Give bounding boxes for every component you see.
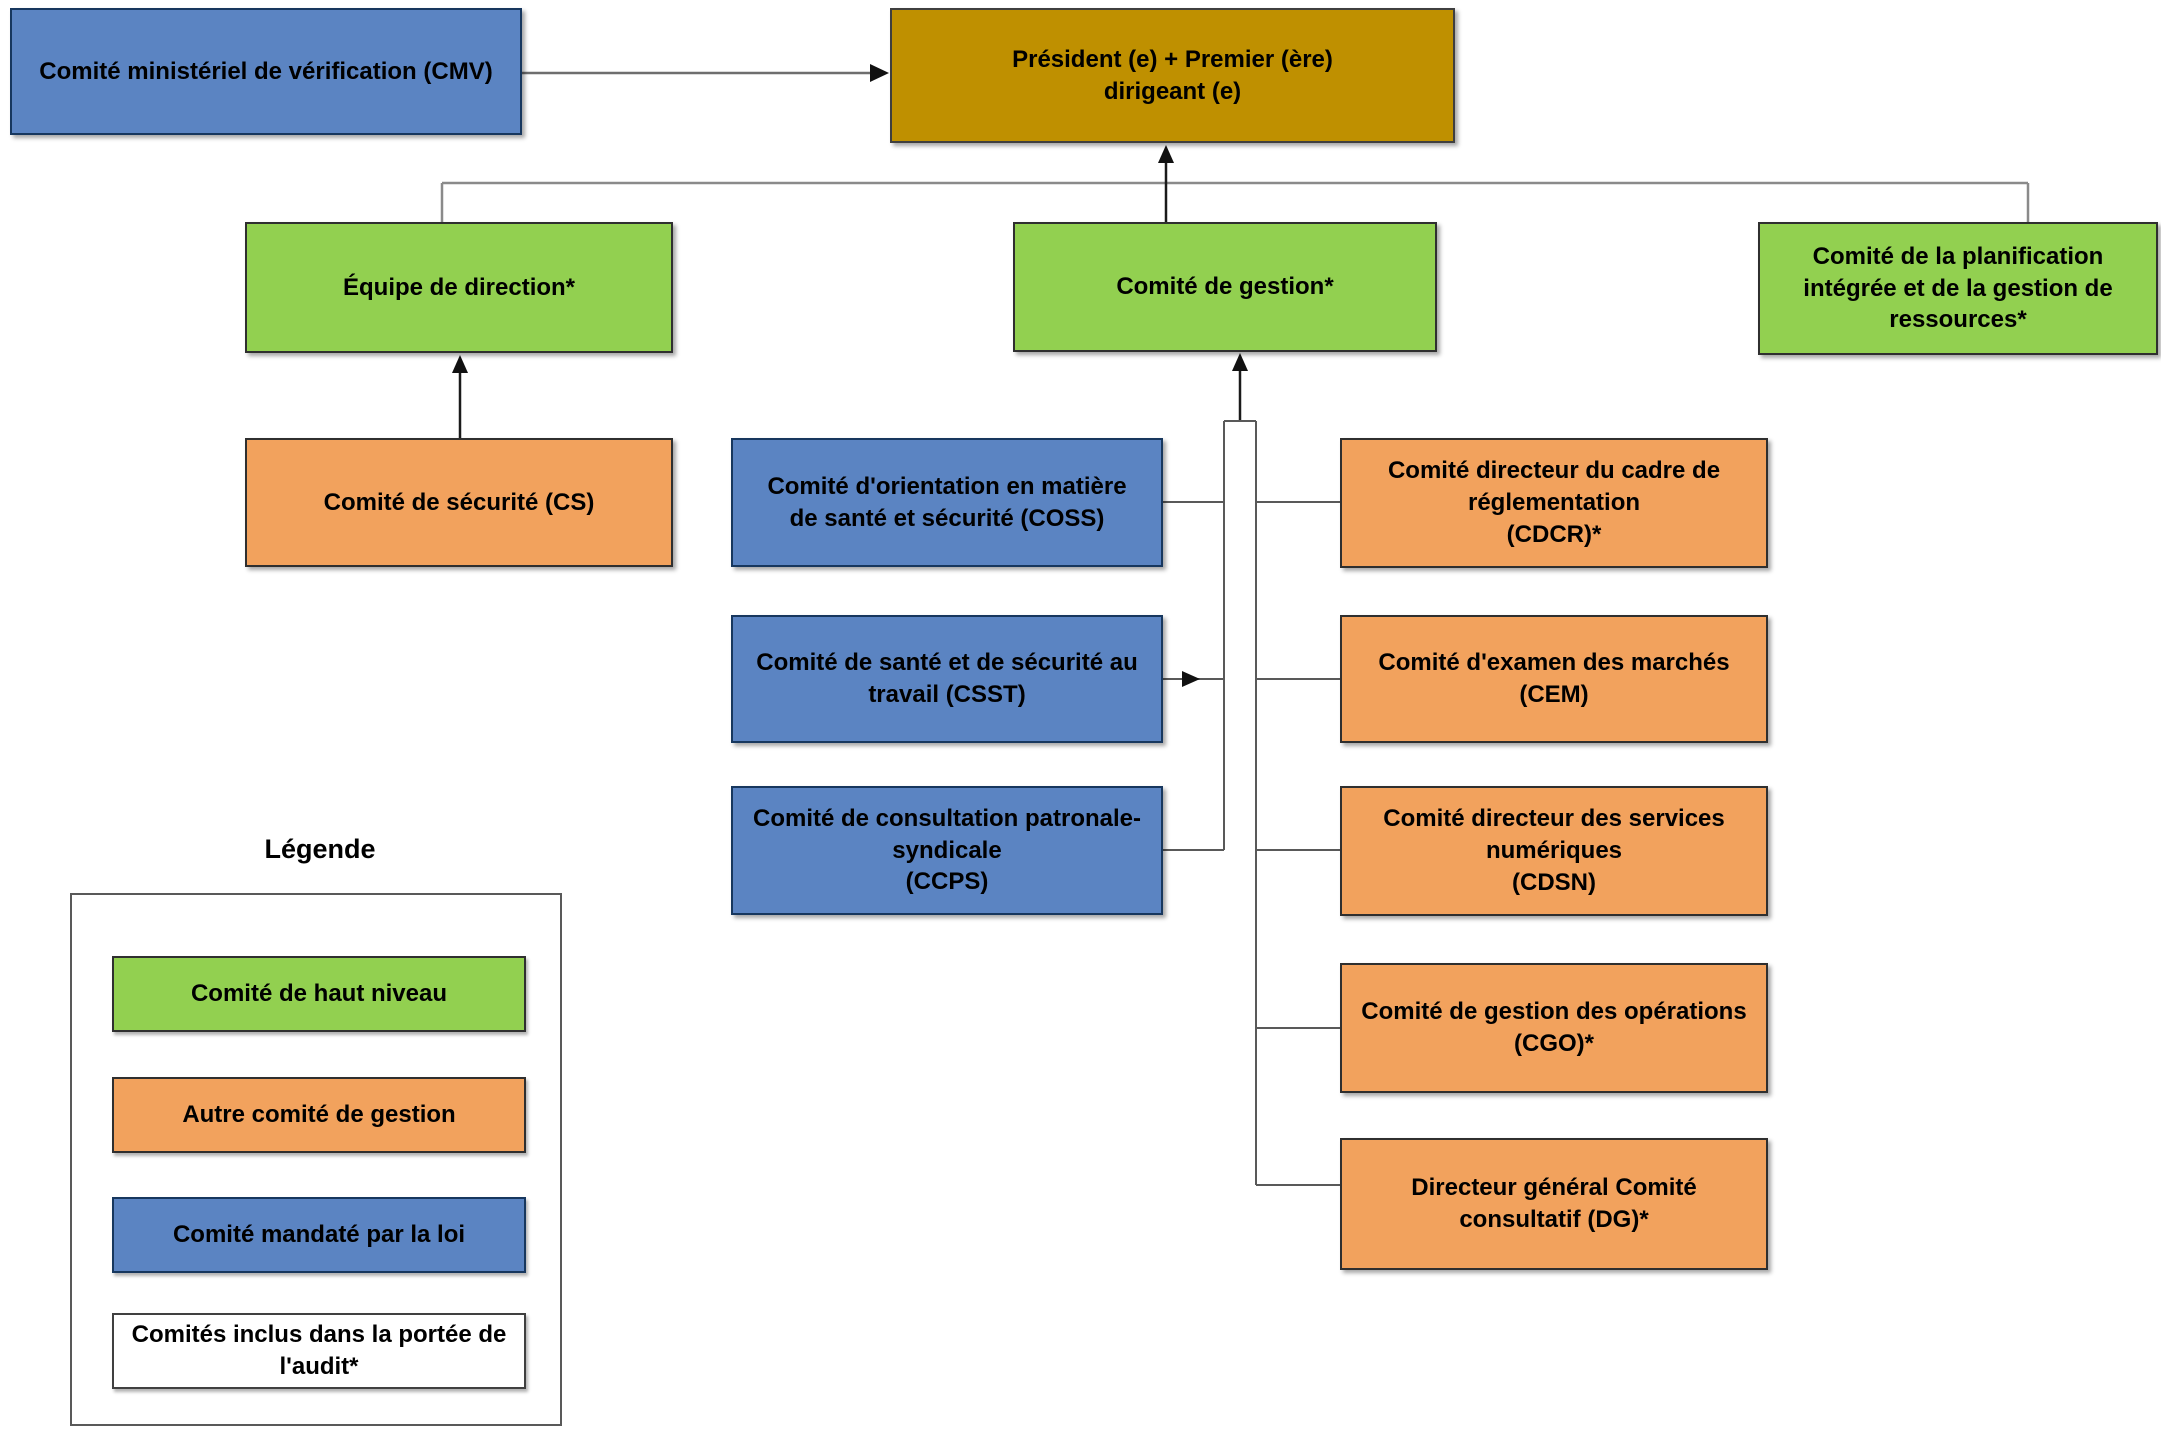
node-ccps: Comité de consultation patronale- syndic… — [731, 786, 1163, 915]
legend-item-mandate-loi: Comité mandaté par la loi — [112, 1197, 526, 1273]
node-cdsn-label-line2: numériques — [1485, 837, 1623, 865]
node-cem-label-line2: (CEM) — [1519, 681, 1589, 708]
node-ccps-label-line3: (CCPS) — [905, 868, 989, 896]
node-cs: Comité de sécurité (CS) — [245, 438, 673, 567]
node-cmv: Comité ministériel de vérification (CMV) — [10, 8, 522, 135]
node-dg-label-line2: consultatif (DG)* — [1459, 1206, 1649, 1233]
node-planification: Comité de la planification intégrée et d… — [1758, 222, 2158, 355]
node-cmv-label: Comité ministériel de vérification (CMV) — [39, 57, 493, 85]
connector-gestion-president — [1158, 145, 1174, 222]
node-dg: Directeur général Comité consultatif (DG… — [1340, 1138, 1768, 1270]
node-cem-label-line1: Comité d'examen des marchés — [1378, 649, 1730, 677]
legend-item-label: Comité de haut niveau — [190, 980, 448, 1008]
legend-item-haut-niveau: Comité de haut niveau — [112, 956, 526, 1032]
legend-item-autre-gestion: Autre comité de gestion — [112, 1077, 526, 1153]
node-president-label-line1: Président (e) + Premier (ère) — [1012, 45, 1333, 73]
node-cgo-label-line2: (CGO)* — [1514, 1030, 1594, 1057]
legend-item-label-line1: Comités inclus dans la portée de — [131, 1321, 507, 1349]
node-president: Président (e) + Premier (ère) dirigeant … — [890, 8, 1455, 143]
node-ccps-label-line1: Comité de consultation patronale- — [752, 804, 1142, 832]
node-cdcr-label-line2: réglementation — [1467, 489, 1641, 517]
legend-title: Légende — [264, 834, 376, 864]
connector-cs-equipe — [452, 355, 468, 438]
node-dg-label-line1: Directeur général Comité — [1411, 1174, 1697, 1202]
node-equipe-label: Équipe de direction* — [342, 273, 576, 301]
node-comite-gestion: Comité de gestion* — [1013, 222, 1437, 352]
legend-item-label-line2: l'audit* — [279, 1353, 359, 1380]
node-planification-label-line2: intégrée et de la gestion de — [1803, 274, 2113, 302]
connector-cmv-president — [522, 64, 889, 82]
connector-left-branches — [1163, 501, 1224, 851]
node-coss-label-line1: Comité d'orientation en matière — [767, 472, 1127, 500]
node-cdsn-label-line3: (CDSN) — [1512, 868, 1596, 896]
connector-trunk-gestion — [1232, 353, 1248, 420]
node-planification-label-line1: Comité de la planification — [1812, 242, 2104, 270]
node-planification-label-line3: ressources* — [1889, 306, 2027, 334]
node-equipe-direction: Équipe de direction* — [245, 222, 673, 353]
node-csst-label-line1: Comité de santé et de sécurité au — [756, 649, 1138, 677]
node-gestion-label: Comité de gestion* — [1116, 273, 1334, 301]
node-coss-label-line2: de santé et sécurité (COSS) — [789, 504, 1105, 532]
node-cdcr: Comité directeur du cadre de réglementat… — [1340, 438, 1768, 568]
connector-right-branches — [1256, 501, 1340, 1186]
node-president-label-line2: dirigeant (e) — [1103, 77, 1242, 105]
legend-item-label: Comité mandaté par la loi — [172, 1221, 466, 1249]
connector-trunk — [1223, 420, 1257, 1185]
node-cdcr-label-line1: Comité directeur du cadre de — [1387, 457, 1721, 485]
connector-president-children — [440, 181, 2030, 222]
node-cgo: Comité de gestion des opérations (CGO)* — [1340, 963, 1768, 1093]
node-csst: Comité de santé et de sécurité au travai… — [731, 615, 1163, 743]
legend-item-label: Autre comité de gestion — [182, 1101, 456, 1129]
node-cdsn-label-line1: Comité directeur des services — [1383, 805, 1725, 833]
node-cem: Comité d'examen des marchés (CEM) — [1340, 615, 1768, 743]
node-cdcr-label-line3: (CDCR)* — [1506, 520, 1602, 548]
node-ccps-label-line2: syndicale — [892, 836, 1002, 864]
node-coss: Comité d'orientation en matière de santé… — [731, 438, 1163, 567]
legend-item-portee-audit: Comités inclus dans la portée de l'audit… — [112, 1313, 526, 1389]
node-cgo-label-line1: Comité de gestion des opérations — [1361, 998, 1747, 1026]
node-cs-label: Comité de sécurité (CS) — [323, 488, 595, 516]
node-csst-label-line2: travail (CSST) — [868, 681, 1026, 708]
csst-arrowhead — [1182, 671, 1200, 687]
node-cdsn: Comité directeur des services numériques… — [1340, 786, 1768, 916]
